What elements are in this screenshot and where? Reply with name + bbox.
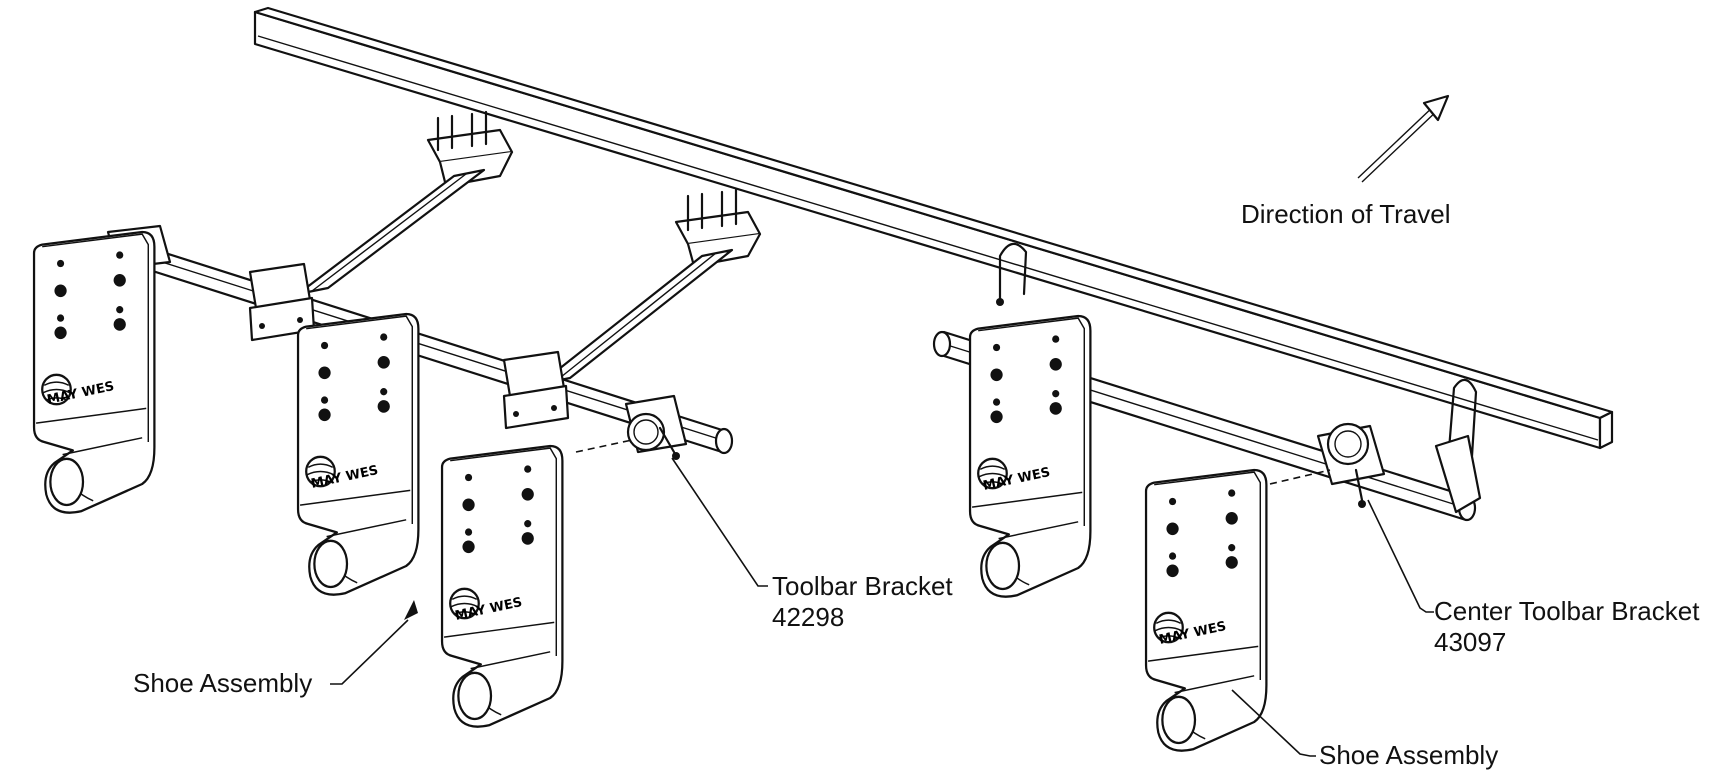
tube-clamp-left <box>248 262 316 342</box>
main-toolbar <box>253 6 1614 450</box>
tube-clamp-mid <box>502 350 570 430</box>
center-bracket-name: Center Toolbar Bracket <box>1434 596 1700 626</box>
center-bracket-part: 43097 <box>1434 627 1507 657</box>
shoe-assembly-2: MAY WES <box>296 312 420 596</box>
toolbar-bracket-name: Toolbar Bracket <box>772 571 953 601</box>
leader-shoe-left <box>330 600 418 685</box>
toolbar-bracket-42298 <box>624 394 688 460</box>
toolbar-bracket-part: 42298 <box>772 602 845 632</box>
u-bolt-left <box>996 242 1028 306</box>
direction-label: Direction of Travel <box>1241 199 1451 229</box>
shoe-assembly-label-left: Shoe Assembly <box>133 668 313 698</box>
hidden-line-right <box>1269 469 1331 485</box>
strut-left <box>296 168 486 296</box>
direction-arrow <box>1357 94 1450 183</box>
center-bracket-callout: Center Toolbar Bracket 43097 <box>1434 596 1699 658</box>
shoe-assembly-5: MAY WES <box>1144 468 1268 752</box>
toolbar-bracket-callout: Toolbar Bracket 42298 <box>772 571 953 633</box>
strut-mid <box>538 248 734 386</box>
mount-bracket-left <box>426 110 514 188</box>
leader-toolbar-bracket <box>671 457 768 587</box>
end-bracket-right <box>1434 434 1482 514</box>
leader-shoe-right <box>1231 689 1316 757</box>
shoe-assembly-4: MAY WES <box>968 314 1092 598</box>
hidden-line-left <box>575 439 633 453</box>
shoe-assembly-label-right: Shoe Assembly <box>1319 740 1499 770</box>
center-toolbar-bracket-43097 <box>1316 422 1386 508</box>
leader-center-bracket <box>1367 499 1434 613</box>
shoe-assembly-1: MAY WES <box>32 230 156 514</box>
shoe-assembly-3: MAY WES <box>440 444 564 728</box>
